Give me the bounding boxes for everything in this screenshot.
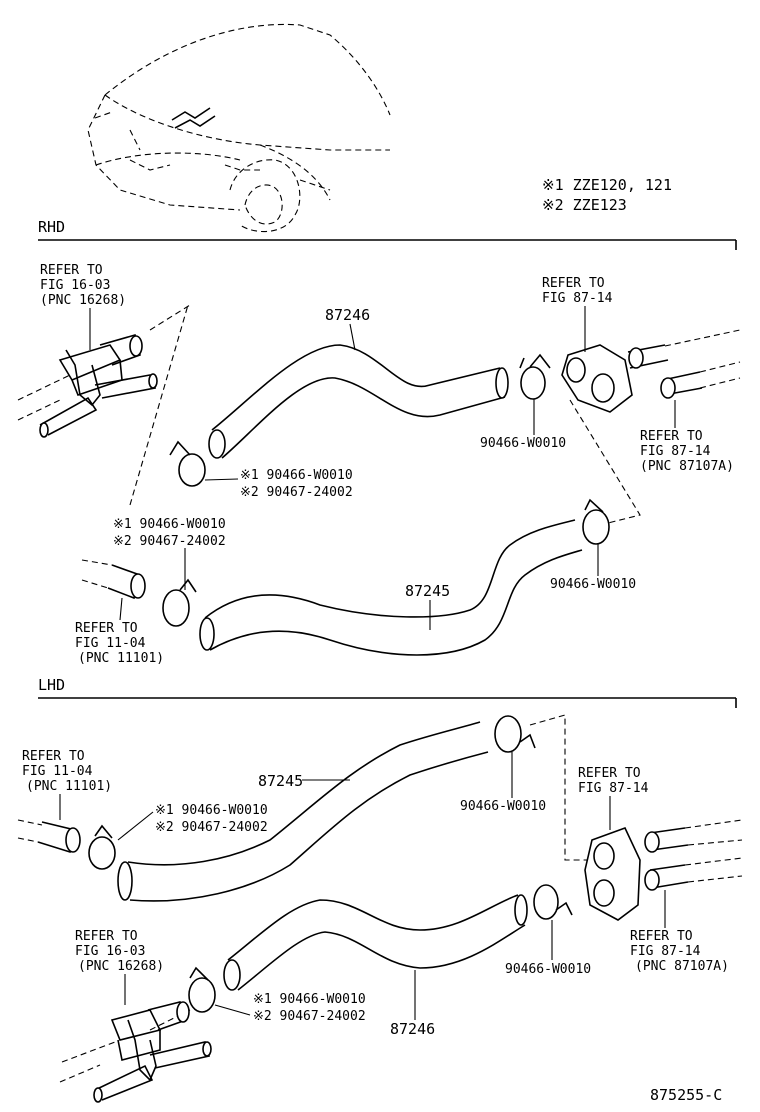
lhd-clamp-right-upper-label: 90466-W0010: [460, 799, 546, 814]
rhd-hose-87246: [208, 344, 509, 459]
rhd-ref-fig87-top-line1: REFER TO: [542, 276, 605, 291]
rhd-ref-fig16-line1: REFER TO: [40, 263, 103, 278]
rhd-clamp-left-lower: [162, 578, 197, 627]
lhd-label-87245: 87245: [258, 772, 303, 790]
rhd-ref-fig11-line1: REFER TO: [75, 621, 138, 636]
lhd-hose-87245: [117, 721, 489, 902]
lhd-ref-fig87-side-line3: (PNC 87107A): [635, 959, 729, 974]
rhd-clamp-right-upper: [519, 353, 551, 400]
lhd-ref-fig87-side-line1: REFER TO: [630, 929, 693, 944]
rhd-clamp-left-upper-note2: ※2 90467-24002: [240, 485, 353, 500]
lhd-clamp-left-upper-note1: ※1 90466-W0010: [155, 803, 268, 818]
lhd-clamp-left-lower: [188, 966, 216, 1013]
lhd-hose-87246: [223, 894, 528, 991]
rhd-label-87246: 87246: [325, 306, 370, 324]
rhd-ref-fig11-line2: FIG 11-04: [75, 636, 146, 651]
lhd-clamp-left-upper-note2: ※2 90467-24002: [155, 820, 268, 835]
rhd-clamp-left-upper-note1: ※1 90466-W0010: [240, 468, 353, 483]
rhd-clamp-left-upper: [169, 440, 206, 487]
lhd-pipe-fig11: [17, 819, 81, 854]
lhd-ref-fig16-line3: (PNC 16268): [78, 959, 164, 974]
rhd-clamp-right-upper-label: 90466-W0010: [480, 436, 566, 451]
rhd-heater-flange: [561, 329, 741, 413]
lhd-heater-flange: [584, 819, 743, 921]
rhd-clamp-left-lower-note2: ※2 90467-24002: [113, 534, 226, 549]
lhd-clamp-left-upper: [88, 824, 116, 870]
section-title-lhd: LHD: [38, 676, 65, 694]
lhd-ref-fig11-line3: (PNC 11101): [26, 779, 112, 794]
lhd-clamp-right-upper: [494, 715, 536, 753]
section-title-rhd: RHD: [38, 218, 65, 236]
rhd-ref-fig87-top-line2: FIG 87-14: [542, 291, 613, 306]
lhd-ref-fig87-side-line2: FIG 87-14: [630, 944, 701, 959]
rhd-clamp-right-lower-label: 90466-W0010: [550, 577, 636, 592]
lhd-ref-fig16-line2: FIG 16-03: [75, 944, 145, 959]
lhd-clamp-left-lower-note1: ※1 90466-W0010: [253, 992, 366, 1007]
rhd-ref-fig87-side-line2: FIG 87-14: [640, 444, 711, 459]
car-sketch: [87, 23, 391, 233]
rhd-clamp-left-lower-note1: ※1 90466-W0010: [113, 517, 226, 532]
lhd-ref-fig16-line1: REFER TO: [75, 929, 138, 944]
figure-number: 875255-C: [650, 1086, 722, 1104]
lhd-ref-fig87-top-line1: REFER TO: [578, 766, 641, 781]
rhd-pipe-fig11: [81, 559, 146, 600]
rhd-label-87245: 87245: [405, 582, 450, 600]
rhd-ref-fig11-line3: (PNC 11101): [78, 651, 164, 666]
lhd-label-87246: 87246: [390, 1020, 435, 1038]
lhd-ref-fig11-line1: REFER TO: [22, 749, 85, 764]
rhd-ref-fig16-line2: FIG 16-03: [40, 278, 110, 293]
lhd-ref-fig87-top-line2: FIG 87-14: [578, 781, 649, 796]
legend-note-2: ※2 ZZE123: [542, 196, 627, 214]
lhd-clamp-left-lower-note2: ※2 90467-24002: [253, 1009, 366, 1024]
rhd-engine-pipe-assembly: [17, 304, 191, 438]
lhd-clamp-right-lower-label: 90466-W0010: [505, 962, 591, 977]
rhd-ref-fig16-line3: (PNC 16268): [40, 293, 126, 308]
lhd-ref-fig11-line2: FIG 11-04: [22, 764, 93, 779]
legend-note-1: ※1 ZZE120, 121: [542, 176, 672, 194]
rhd-clamp-right-lower: [582, 498, 610, 545]
rhd-hose-87245: [199, 519, 583, 656]
lhd-engine-pipe-assembly: [59, 1001, 212, 1103]
rhd-ref-fig87-side-line3: (PNC 87107A): [640, 459, 734, 474]
rhd-ref-fig87-side-line1: REFER TO: [640, 429, 703, 444]
lhd-clamp-right-lower: [533, 884, 573, 920]
